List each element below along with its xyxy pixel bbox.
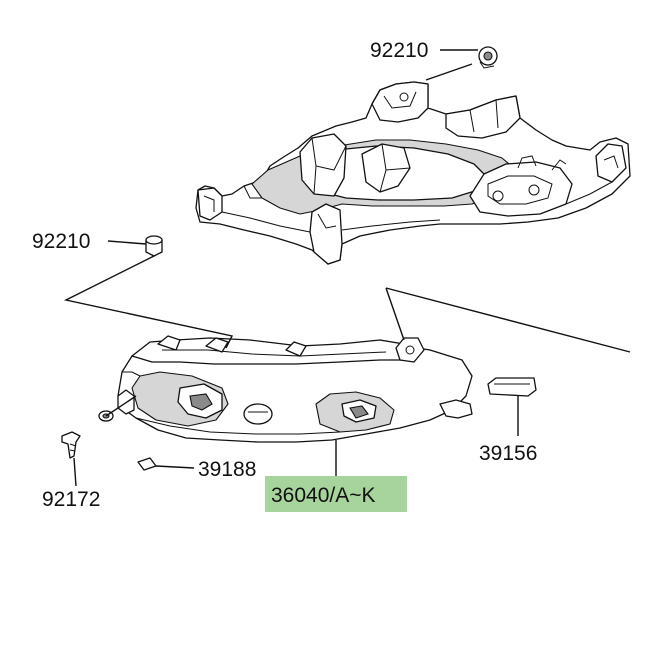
leader-lines: [63, 49, 631, 487]
label-92210-top: 92210: [370, 39, 428, 62]
screw-part: [61, 410, 114, 459]
grommet-top-part: [478, 46, 498, 69]
label-92172: 92172: [42, 488, 100, 511]
label-36040: 36040/A~K: [271, 484, 376, 507]
small-pad-part: [137, 457, 157, 471]
label-39188: 39188: [198, 458, 256, 481]
inner-cowl-part: [195, 81, 631, 265]
collar-left-part: [145, 235, 163, 257]
label-92210-left: 92210: [32, 230, 90, 253]
part-number-highlight: [265, 476, 407, 512]
pad-part: [487, 377, 537, 397]
label-39156: 39156: [479, 442, 537, 465]
side-cover-part: [117, 335, 473, 443]
